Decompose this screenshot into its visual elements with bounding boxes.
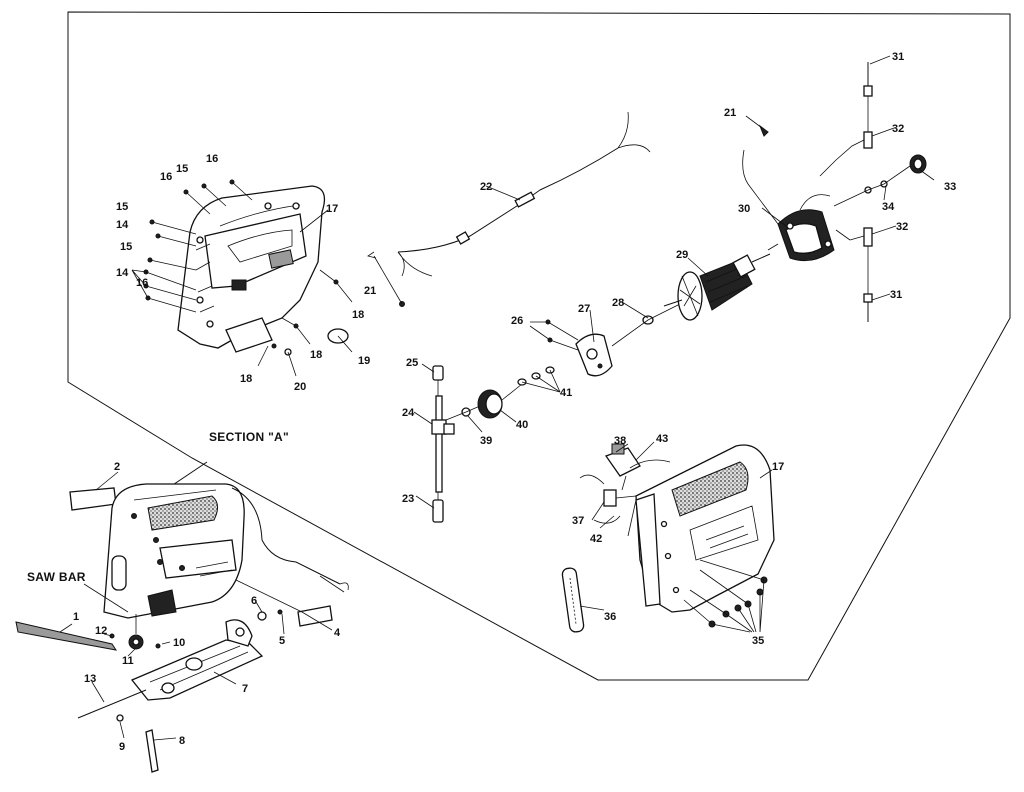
callout-29: 29 [676, 249, 688, 261]
screws-35 [683, 559, 768, 633]
callout-28: 28 [612, 297, 624, 309]
callout-21-a: 21 [724, 107, 736, 119]
callout-13: 13 [84, 673, 96, 685]
callout-16-c: 16 [136, 277, 148, 289]
callout-36: 36 [604, 611, 616, 623]
housing-screws [131, 179, 253, 313]
section-a-label: SECTION "A" [209, 430, 289, 444]
motor-field [742, 149, 835, 262]
callout-37: 37 [572, 515, 584, 527]
callout-35: 35 [752, 635, 764, 647]
saw-bar-label: SAW BAR [27, 570, 86, 584]
callout-23: 23 [402, 493, 414, 505]
saw-assembly [15, 483, 349, 773]
callout-41: 41 [560, 387, 572, 399]
callout-17-a: 17 [326, 203, 338, 215]
brush-holders [819, 62, 927, 322]
callout-34: 34 [882, 201, 895, 213]
right-housing-half [627, 444, 775, 613]
callout-43: 43 [656, 433, 668, 445]
callout-15-a: 15 [116, 201, 128, 213]
callout-2: 2 [114, 461, 120, 473]
callout-20: 20 [294, 381, 306, 393]
callout-31-b: 31 [890, 289, 902, 301]
callout-42: 42 [590, 533, 602, 545]
callout-14-a: 14 [116, 219, 129, 231]
callout-33: 33 [944, 181, 956, 193]
callout-numbers: 1 2 4 5 6 7 8 9 10 11 12 13 14 14 15 15 … [73, 51, 956, 753]
callout-24: 24 [402, 407, 415, 419]
callout-18-c: 18 [240, 373, 252, 385]
screw-21-upper [745, 115, 769, 137]
small-hardware [257, 269, 353, 377]
callout-38: 38 [614, 435, 626, 447]
callout-40: 40 [516, 419, 528, 431]
power-cord [367, 111, 651, 307]
left-housing-half [177, 185, 326, 353]
nameplate [561, 567, 585, 633]
callout-9: 9 [119, 741, 125, 753]
callout-32-b: 32 [896, 221, 908, 233]
callout-4: 4 [334, 627, 341, 639]
leaders-bottom [59, 471, 333, 741]
callout-7: 7 [242, 683, 248, 695]
callout-15-b: 15 [120, 241, 132, 253]
callout-8: 8 [179, 735, 185, 747]
section-a-border [67, 11, 1011, 681]
drive-gear [445, 383, 523, 421]
callout-1: 1 [73, 611, 79, 623]
callout-16-a: 16 [160, 171, 172, 183]
callout-5: 5 [279, 635, 285, 647]
armature [663, 253, 771, 321]
callout-18-a: 18 [352, 309, 364, 321]
callout-39: 39 [480, 435, 492, 447]
switch-parts [579, 443, 671, 524]
callout-12: 12 [95, 625, 107, 637]
callout-32-a: 32 [892, 123, 904, 135]
callout-11: 11 [122, 655, 134, 667]
plunger-assembly [431, 365, 455, 523]
callout-18-b: 18 [310, 349, 322, 361]
callout-27: 27 [578, 303, 590, 315]
callout-31-a: 31 [892, 51, 904, 63]
callout-15-c: 15 [176, 163, 188, 175]
callout-26: 26 [511, 315, 523, 327]
leaders-section-a [299, 55, 935, 611]
callout-30: 30 [738, 203, 750, 215]
callout-14-b: 14 [116, 267, 129, 279]
callout-22: 22 [480, 181, 492, 193]
callout-6: 6 [251, 595, 257, 607]
bearing-plate-group [517, 303, 681, 393]
callout-17-b: 17 [772, 461, 784, 473]
callout-16-b: 16 [206, 153, 218, 165]
callout-25: 25 [406, 357, 418, 369]
callout-21-b: 21 [364, 285, 376, 297]
callout-19: 19 [358, 355, 370, 367]
callout-10: 10 [173, 637, 185, 649]
